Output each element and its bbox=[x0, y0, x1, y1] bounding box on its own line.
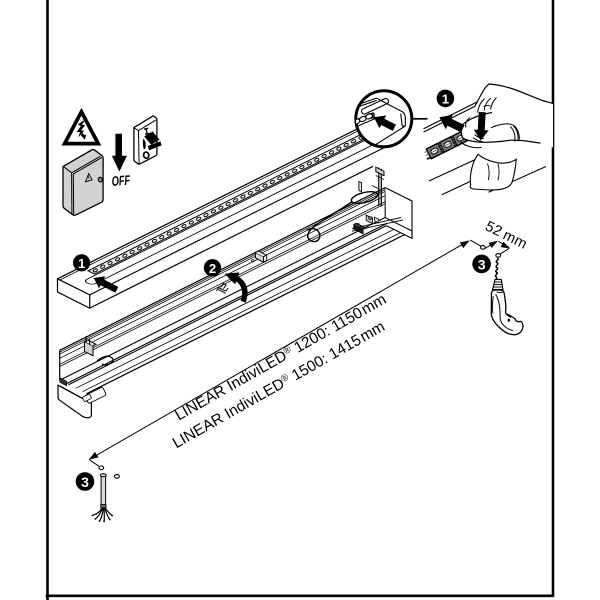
svg-text:1: 1 bbox=[442, 92, 449, 107]
svg-text:1: 1 bbox=[78, 256, 85, 271]
svg-text:LINEAR IndiviLED® 1500: 1415mm: LINEAR IndiviLED® 1500: 1415mm bbox=[170, 318, 388, 452]
svg-text:LINEAR IndiviLED® 1200: 1150mm: LINEAR IndiviLED® 1200: 1150mm bbox=[172, 291, 389, 424]
svg-text:3: 3 bbox=[81, 474, 89, 490]
svg-text:OFF: OFF bbox=[111, 173, 131, 189]
svg-text:2: 2 bbox=[209, 261, 216, 276]
svg-text:3: 3 bbox=[478, 256, 486, 272]
